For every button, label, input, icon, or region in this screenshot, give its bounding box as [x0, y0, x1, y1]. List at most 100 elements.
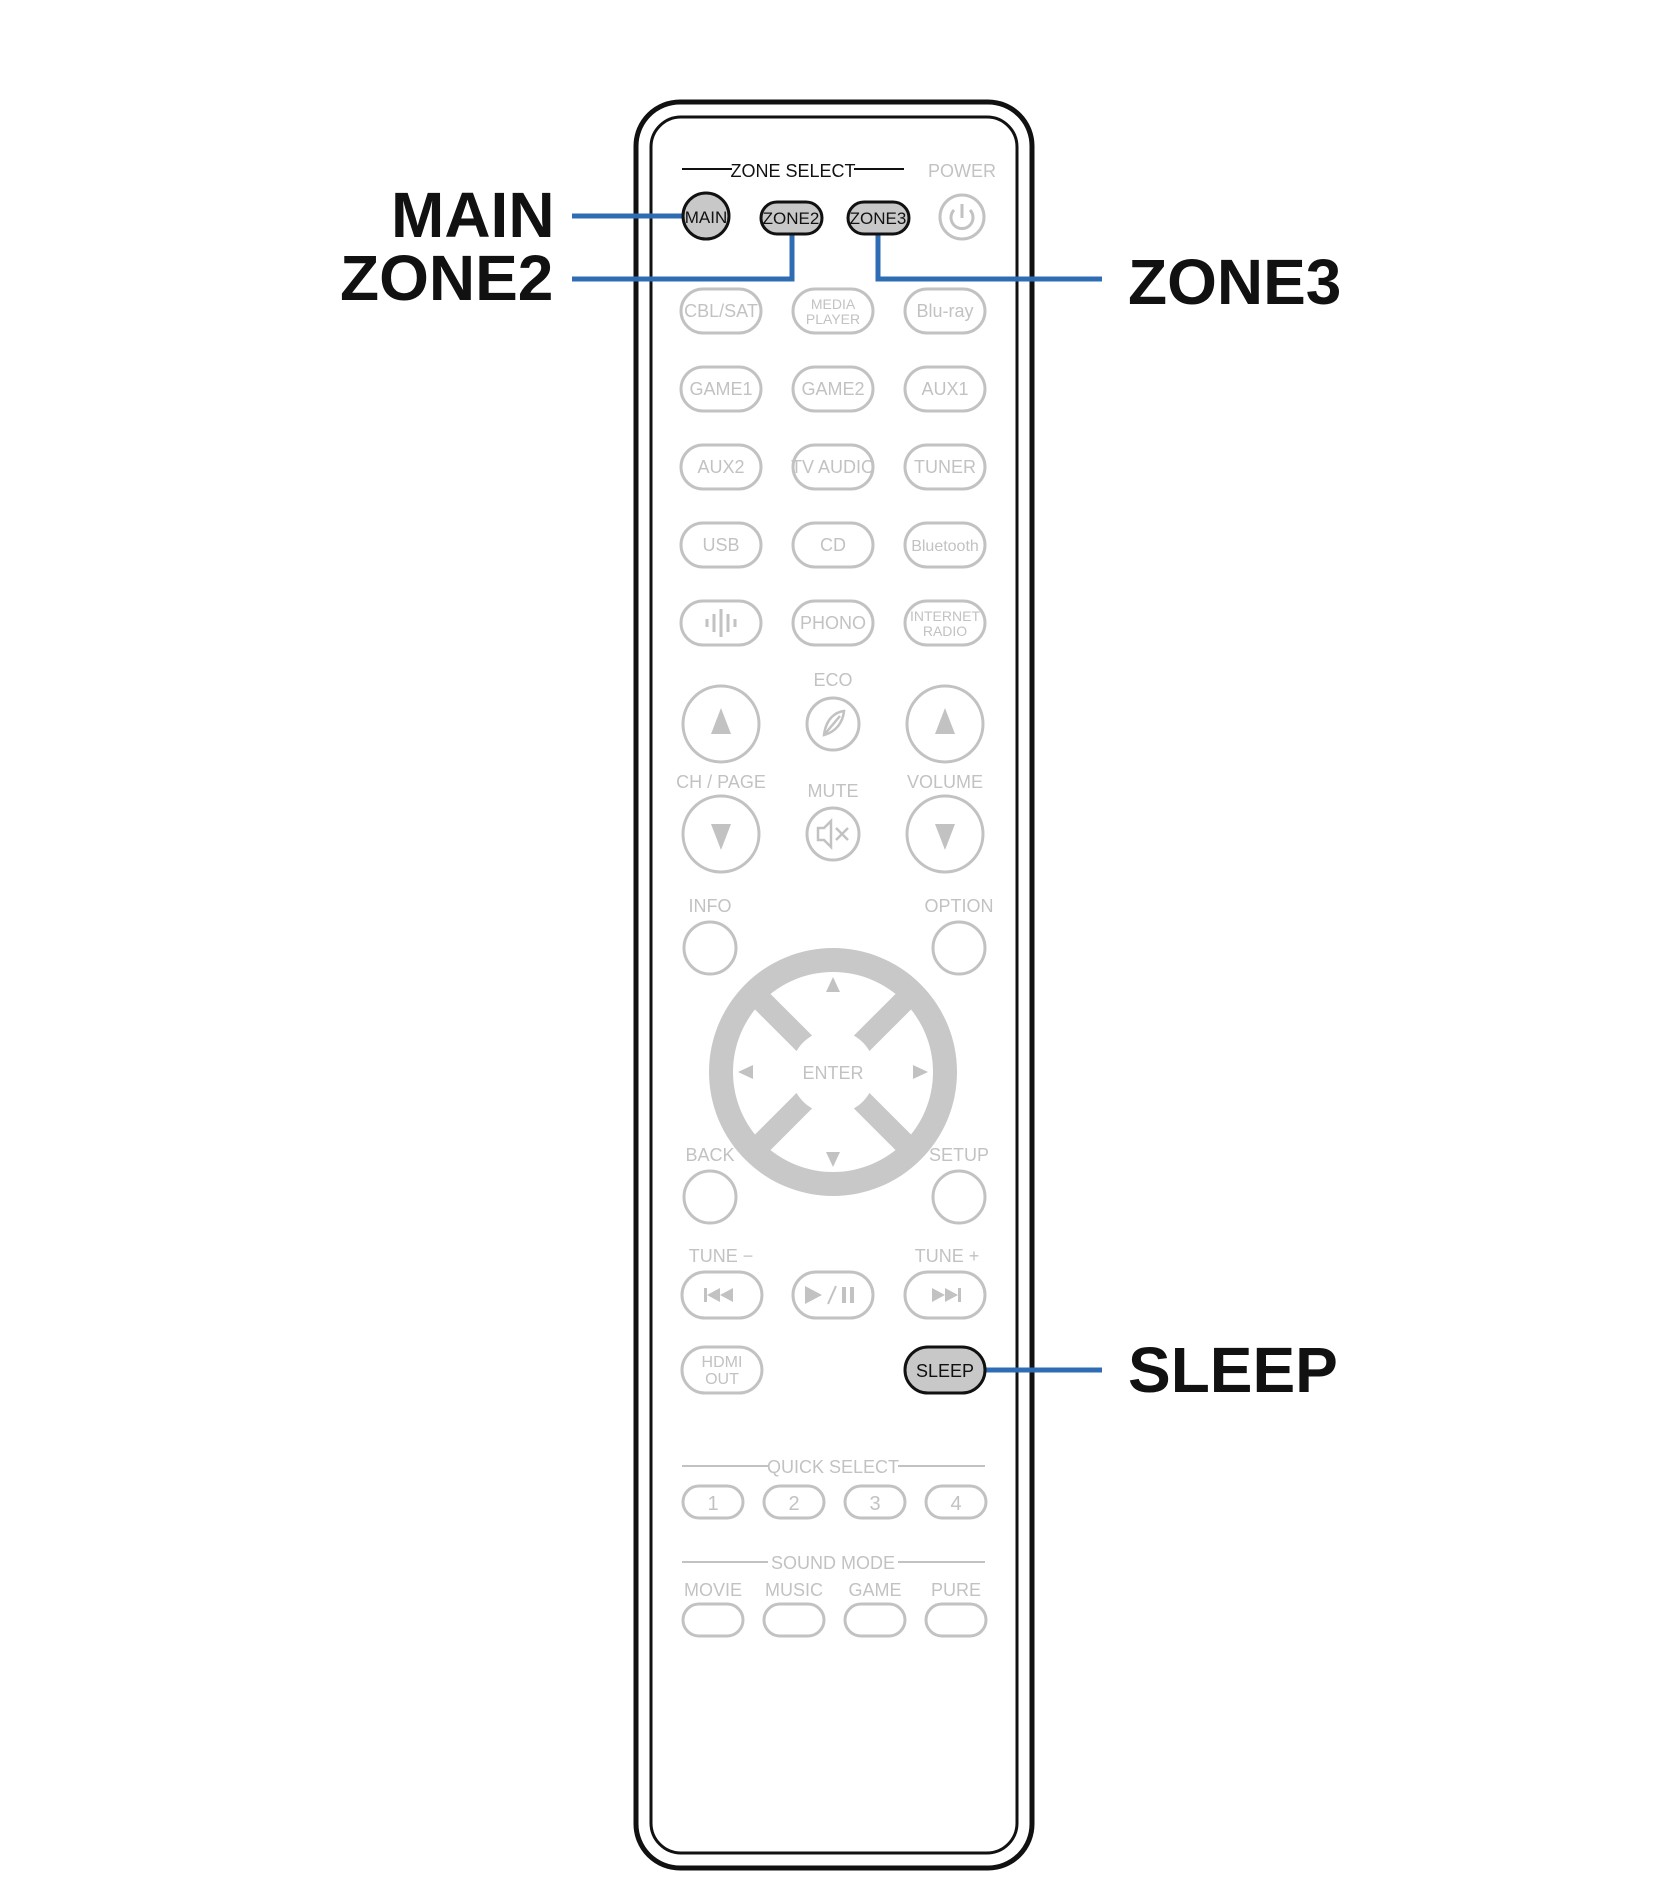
input-button-cbl-sat[interactable]: CBL/SAT [679, 287, 763, 335]
tune-minus-label: TUNE − [689, 1246, 754, 1266]
up-arrow-icon [935, 708, 955, 734]
quick-select-label: QUICK SELECT [767, 1457, 899, 1477]
sound-mode-buttons: MOVIE MUSIC GAME PURE [681, 1580, 988, 1638]
skip-forward-button[interactable] [903, 1270, 987, 1320]
sound-mode-button-music[interactable]: MUSIC [762, 1580, 826, 1638]
mute-button[interactable] [805, 806, 861, 862]
zone3-callout: ZONE3 [1128, 246, 1342, 318]
ch-page-down-button[interactable] [681, 794, 761, 874]
leaf-icon [822, 709, 846, 737]
quick-select-button-4[interactable]: 4 [924, 1484, 988, 1520]
zone-select-label: ZONE SELECT [730, 161, 855, 181]
svg-text:ZONE3: ZONE3 [850, 209, 907, 228]
quick-select-button-1[interactable]: 1 [681, 1484, 745, 1520]
enter-label: ENTER [802, 1063, 863, 1083]
cursor-right-icon [913, 1065, 928, 1079]
zone2-leader-line [572, 234, 795, 282]
sound-mode-button-pure[interactable]: PURE [924, 1580, 988, 1638]
sleep-callout: SLEEP [1128, 1334, 1338, 1406]
svg-text:SLEEP: SLEEP [916, 1361, 974, 1381]
info-button[interactable] [682, 920, 738, 976]
input-button-label: RADIO [923, 623, 967, 639]
quick-select-button-2[interactable]: 2 [762, 1484, 826, 1520]
skip-back-icon [704, 1288, 733, 1302]
input-button-waves[interactable] [679, 599, 763, 647]
quick-select-number: 2 [788, 1493, 799, 1515]
skip-forward-icon [932, 1288, 961, 1302]
input-button-label: Bluetooth [911, 538, 979, 555]
sound-mode-label-pure: PURE [931, 1580, 981, 1600]
input-button-blu-ray[interactable]: Blu-ray [903, 287, 987, 335]
zone3-button[interactable]: ZONE3 [846, 200, 911, 236]
play-pause-button[interactable] [791, 1270, 875, 1320]
sound-mode-label-music: MUSIC [765, 1580, 823, 1600]
sound-mode-label-movie: MOVIE [684, 1580, 742, 1600]
tune-plus-label: TUNE + [915, 1246, 980, 1266]
svg-text:ZONE2: ZONE2 [763, 209, 820, 228]
input-button-aux1[interactable]: AUX1 [903, 365, 987, 413]
eco-button[interactable] [805, 696, 861, 752]
cursor-left-icon [738, 1065, 753, 1079]
main-callout: MAIN [391, 179, 555, 251]
remote-inner-edge [649, 115, 1019, 1855]
input-button-game2[interactable]: GAME2 [791, 365, 875, 413]
input-button-game1[interactable]: GAME1 [679, 365, 763, 413]
input-button-label: Blu-ray [916, 301, 973, 321]
input-button-tuner[interactable]: TUNER [903, 443, 987, 491]
hdmi-out-button[interactable]: HDMI OUT [680, 1345, 764, 1395]
input-button-aux2[interactable]: AUX2 [679, 443, 763, 491]
input-button-label: MEDIA [811, 296, 856, 312]
quick-select-number: 1 [707, 1493, 718, 1515]
up-arrow-icon [711, 708, 731, 734]
quick-select-button-3[interactable]: 3 [843, 1484, 907, 1520]
zone2-button[interactable]: ZONE2 [759, 200, 824, 236]
input-button-label: TV AUDIO [791, 457, 875, 477]
main-zone-button[interactable]: MAIN [681, 191, 731, 241]
power-button[interactable] [938, 193, 986, 241]
eco-label: ECO [813, 670, 852, 690]
input-button-label: PHONO [800, 613, 866, 633]
input-button-tv-audio[interactable]: TV AUDIO [791, 443, 875, 491]
sleep-button[interactable]: SLEEP [903, 1345, 987, 1395]
down-arrow-icon [935, 824, 955, 850]
input-button-label: AUX2 [697, 457, 744, 477]
cursor-pad[interactable]: ENTER [709, 948, 957, 1196]
sound-mode-button-movie[interactable]: MOVIE [681, 1580, 745, 1638]
quick-select-buttons: 1 2 3 4 [681, 1484, 988, 1520]
option-label: OPTION [924, 896, 993, 916]
input-button-cd[interactable]: CD [791, 521, 875, 569]
input-button-usb[interactable]: USB [679, 521, 763, 569]
cursor-down-icon [826, 1152, 840, 1167]
sound-mode-label: SOUND MODE [771, 1553, 895, 1573]
option-button[interactable] [931, 920, 987, 976]
volume-up-button[interactable] [905, 684, 985, 764]
setup-button[interactable] [931, 1169, 987, 1225]
input-button-label: GAME2 [801, 379, 864, 399]
input-button-phono[interactable]: PHONO [791, 599, 875, 647]
back-button[interactable] [682, 1169, 738, 1225]
input-button-label: INTERNET [910, 608, 980, 624]
back-label: BACK [685, 1145, 734, 1165]
volume-down-button[interactable] [905, 794, 985, 874]
input-button-label: AUX1 [921, 379, 968, 399]
input-button-label: CBL/SAT [684, 301, 758, 321]
skip-back-button[interactable] [680, 1270, 764, 1320]
mute-icon [816, 817, 849, 851]
ch-page-label: CH / PAGE [676, 772, 766, 792]
heos-waves-icon [705, 609, 737, 637]
ch-page-up-button[interactable] [681, 684, 761, 764]
power-icon [949, 204, 975, 230]
input-button-label: TUNER [914, 457, 976, 477]
input-button-bluetooth[interactable]: Bluetooth [903, 521, 987, 569]
sound-mode-label-game: GAME [848, 1580, 901, 1600]
quick-select-number: 3 [869, 1493, 880, 1515]
sound-mode-button-game[interactable]: GAME [843, 1580, 907, 1638]
svg-text:MAIN: MAIN [685, 208, 728, 227]
input-button-label: CD [820, 535, 846, 555]
input-button-label: PLAYER [806, 311, 860, 327]
